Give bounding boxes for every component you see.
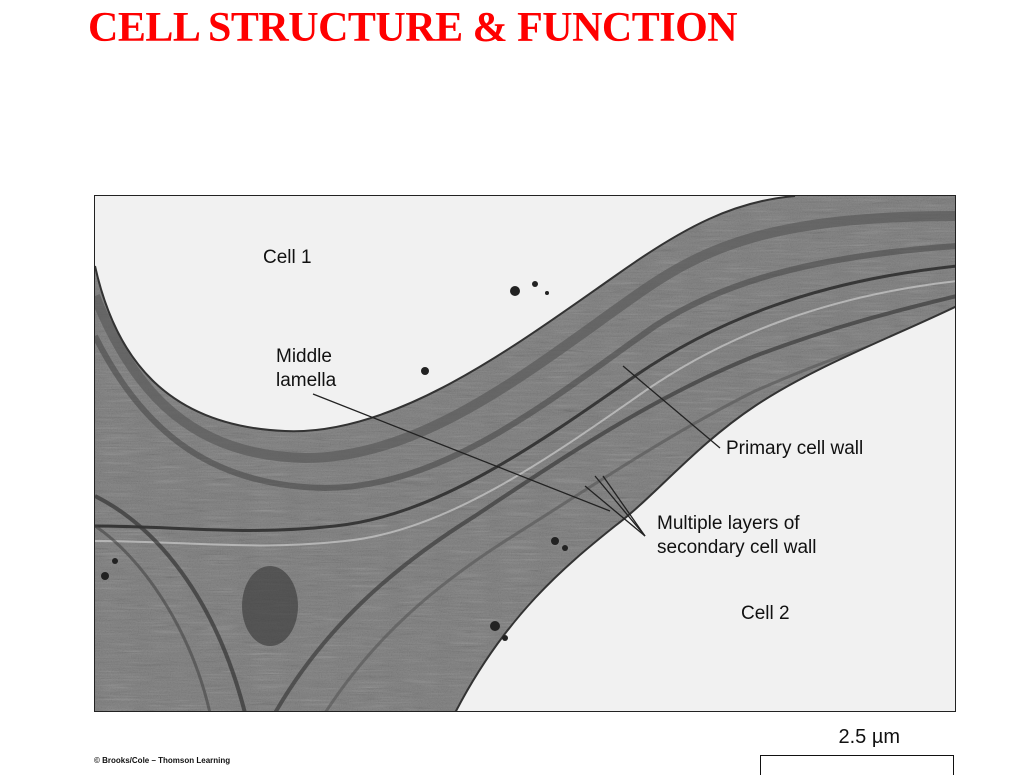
label-secondary-wall-line1: Multiple layers of bbox=[657, 513, 800, 534]
micrograph-image: Cell 1 Middle lamella Primary cell wall … bbox=[94, 195, 956, 712]
label-primary-cell-wall: Primary cell wall bbox=[726, 438, 864, 459]
micrograph-drawing bbox=[95, 196, 955, 711]
scale-bar bbox=[760, 755, 954, 775]
label-cell-1: Cell 1 bbox=[263, 247, 312, 268]
label-secondary-wall-line2: secondary cell wall bbox=[657, 537, 817, 558]
label-middle-lamella-line1: Middle bbox=[276, 346, 332, 367]
slide-title: CELL STRUCTURE & FUNCTION bbox=[88, 5, 738, 51]
label-middle-lamella-line2: lamella bbox=[276, 370, 337, 391]
image-credit: © Brooks/Cole – Thomson Learning bbox=[94, 756, 231, 765]
scale-label: 2.5 µm bbox=[838, 726, 900, 748]
label-cell-2: Cell 2 bbox=[741, 603, 790, 624]
